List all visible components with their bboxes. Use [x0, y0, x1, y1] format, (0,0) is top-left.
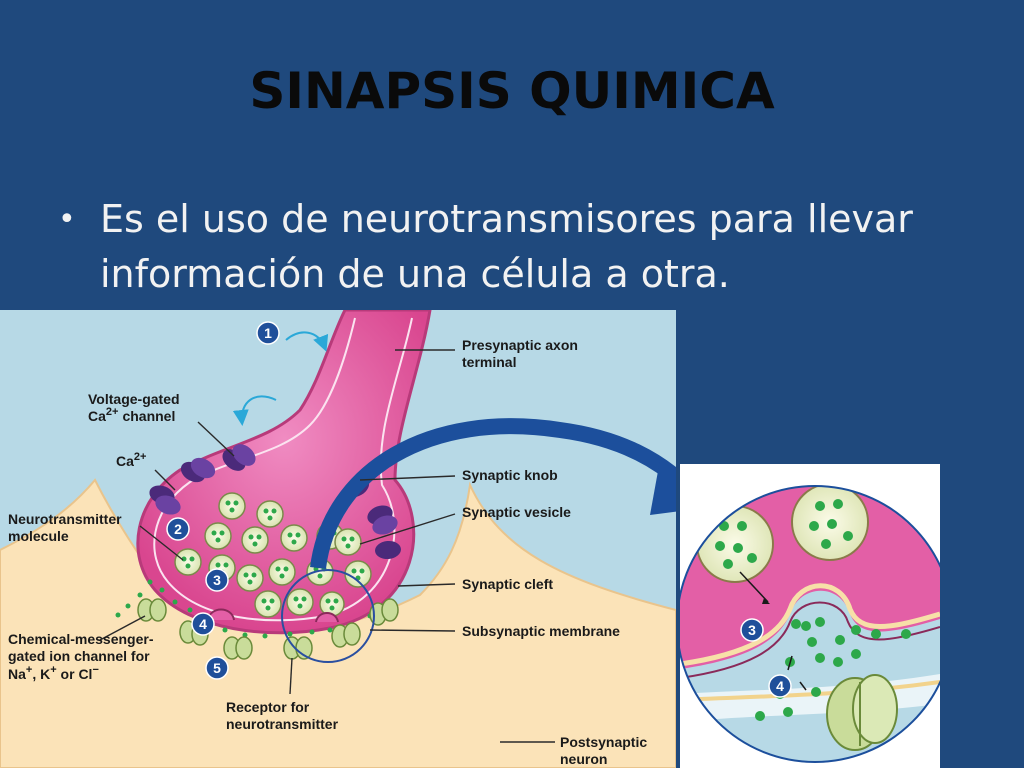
label-chemical-line3: Na+, K+ or Cl−: [8, 664, 99, 682]
step-badge-5: 5: [205, 656, 229, 680]
zoom-receptor: [826, 674, 898, 751]
magnify-arrow-head: [650, 460, 676, 515]
label-presynaptic-line2: terminal: [462, 354, 516, 370]
magnify-arrow: [310, 418, 676, 570]
label-voltage-gated-line1: Voltage-gated: [88, 391, 180, 407]
step-badge-2: 2: [166, 517, 190, 541]
label-postsynaptic-line2: neuron: [560, 751, 607, 767]
label-neurotransmitter-line1: Neurotransmitter: [8, 511, 122, 527]
step-badge-5-label: 5: [213, 660, 221, 676]
label-calcium: Ca2+: [116, 451, 146, 469]
label-synaptic-vesicle: Synaptic vesicle: [462, 504, 571, 520]
label-chemical-line2: gated ion channel for: [8, 648, 150, 664]
step-badge-1-label: 1: [264, 325, 272, 341]
ion-channels: [137, 598, 399, 660]
step-badge-1: 1: [256, 321, 280, 345]
zoom-step-badge-4: 4: [768, 674, 792, 698]
axon-membrane-inner: [153, 317, 413, 622]
label-receptor-line2: neurotransmitter: [226, 716, 339, 732]
step-badge-4-label: 4: [199, 616, 207, 632]
label-chemical-line1: Chemical-messenger-: [8, 631, 154, 647]
zoom-detail-panel: 3 4: [680, 464, 940, 768]
label-synaptic-cleft: Synaptic cleft: [462, 576, 553, 592]
zoom-circle-border: [680, 485, 940, 763]
bullet-marker: •: [58, 202, 76, 237]
label-synaptic-knob: Synaptic knob: [462, 467, 558, 483]
zoom-step-badge-3: 3: [740, 618, 764, 642]
step-badge-3: 3: [205, 568, 229, 592]
step-badge-2-label: 2: [174, 521, 182, 537]
step1-arrow-upper: [285, 331, 329, 352]
step1-arrow-lower: [232, 395, 277, 426]
slide-title: SINAPSIS QUIMICA: [249, 62, 775, 120]
zoom-step-badge-3-label: 3: [748, 622, 756, 638]
label-subsynaptic-membrane: Subsynaptic membrane: [462, 623, 620, 639]
synapse-diagram: 1 2 3 4 5 Presynaptic axon terminal Volt…: [0, 310, 676, 768]
leader-lines: [99, 349, 555, 743]
step-badge-4: 4: [191, 612, 215, 636]
label-receptor-line1: Receptor for: [226, 699, 310, 715]
zoom-circle-outline: [281, 569, 375, 663]
label-voltage-gated-line2: Ca2+channel: [88, 406, 175, 424]
label-neurotransmitter-line2: molecule: [8, 528, 69, 544]
label-presynaptic-line1: Presynaptic axon: [462, 337, 578, 353]
zoom-step-badge-4-label: 4: [776, 678, 784, 694]
step-badge-3-label: 3: [213, 572, 221, 588]
label-postsynaptic-line1: Postsynaptic: [560, 734, 647, 750]
bullet-text: Es el uso de neurotransmisores para llev…: [100, 197, 913, 296]
